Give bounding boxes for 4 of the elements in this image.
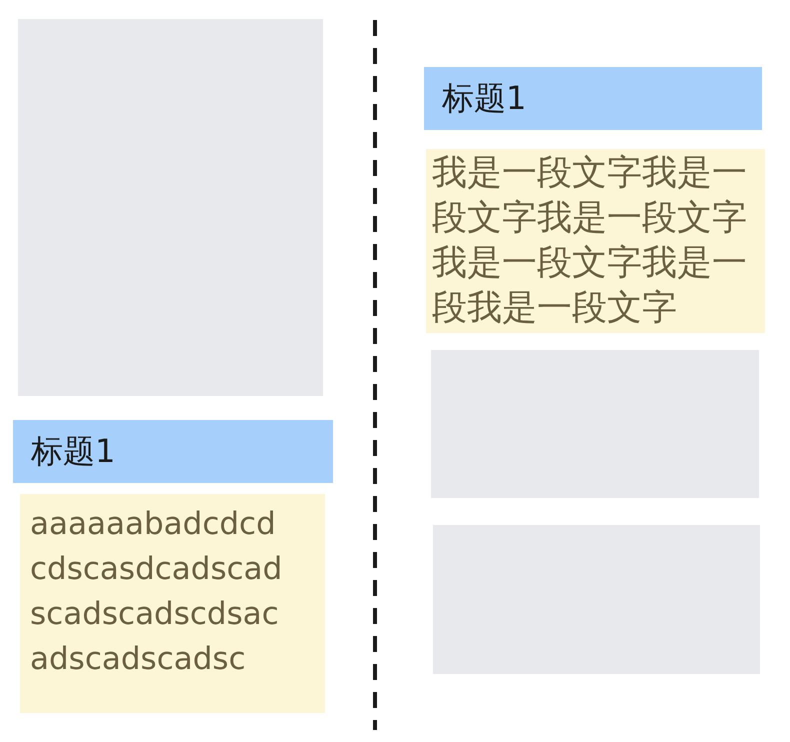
title-bar: 标题1	[424, 67, 762, 130]
title-bar: 标题1	[13, 420, 333, 483]
text-block: aaaaaabadcdcd cdscasdcadscad scadscadscdsac adscadscadsc	[20, 494, 325, 713]
text-block: 我是一段文字我是一段文字我是一段文字我是一段文字我是一段我是一段文字	[426, 149, 765, 333]
